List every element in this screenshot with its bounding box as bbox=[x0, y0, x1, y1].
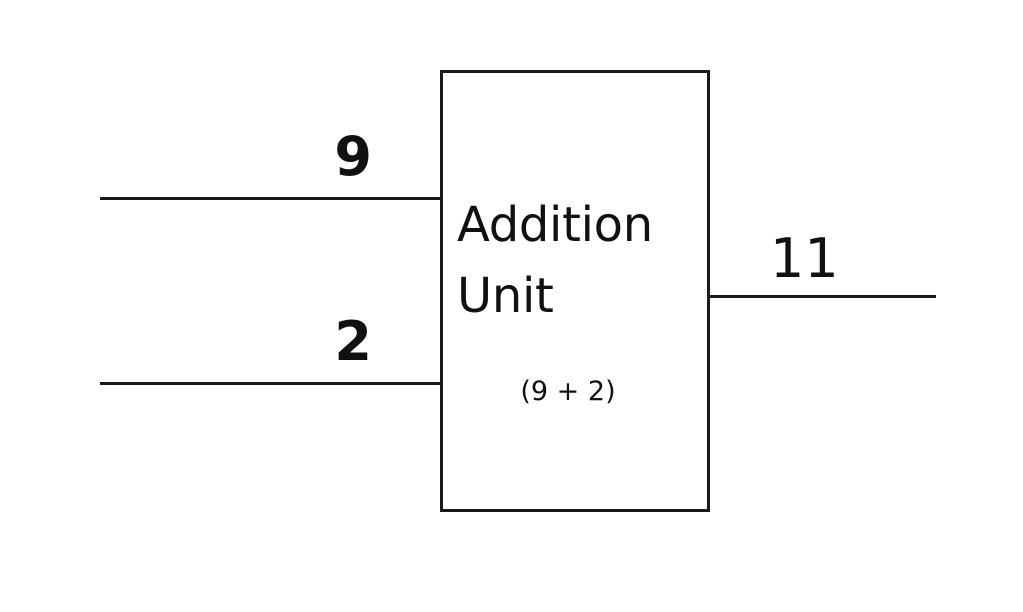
addition-unit-block: Addition Unit (9 + 2) bbox=[440, 70, 710, 512]
input-wire-b bbox=[100, 382, 441, 385]
addition-unit-expression: (9 + 2) bbox=[520, 376, 616, 407]
input-wire-a bbox=[100, 197, 441, 200]
addition-unit-label: Addition Unit bbox=[457, 197, 653, 325]
output-wire bbox=[708, 295, 936, 298]
output-value-sum: 11 bbox=[770, 227, 839, 290]
input-value-b: 2 bbox=[334, 310, 372, 373]
input-value-a: 9 bbox=[334, 125, 372, 188]
